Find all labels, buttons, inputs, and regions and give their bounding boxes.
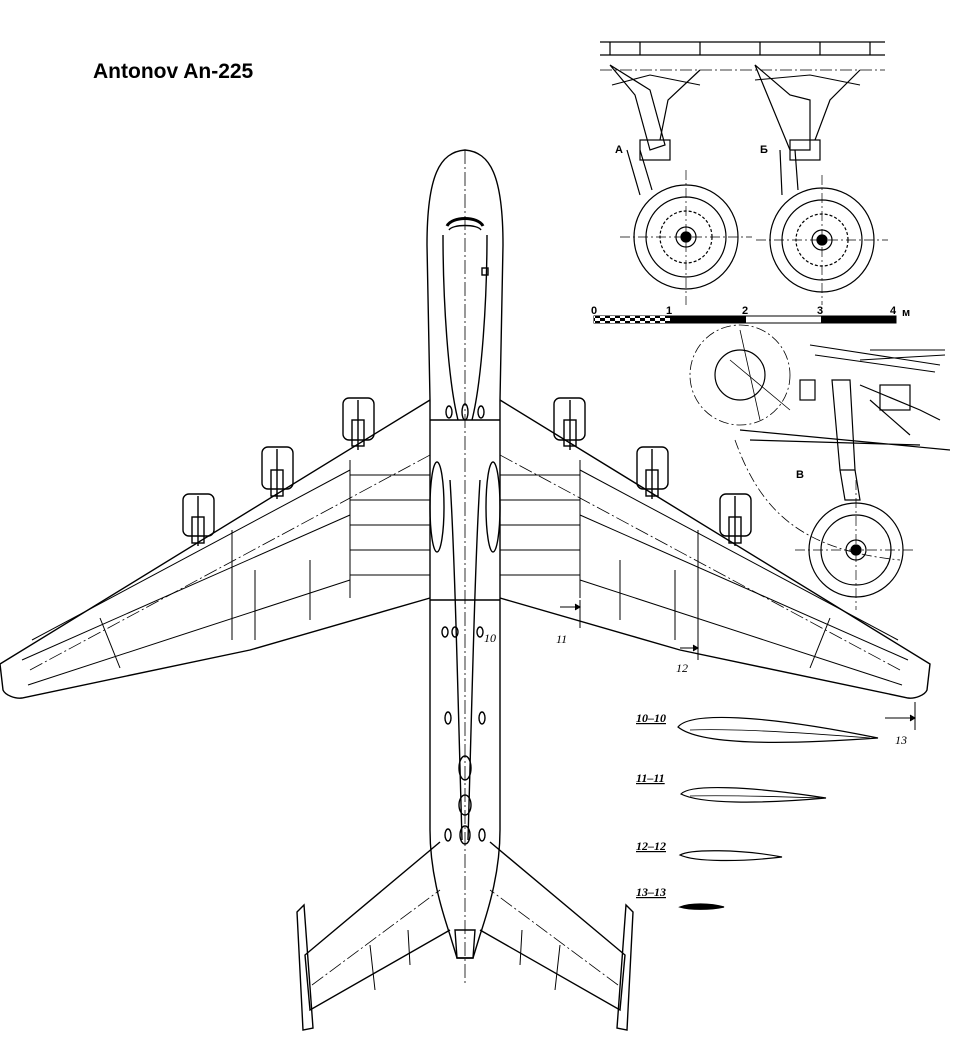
section-marker-12 [680,632,699,660]
engine-right-outer [719,493,752,546]
engine-right-middle [636,446,669,499]
tail-cone [454,929,476,959]
scale-tick-2: 2 [742,305,748,317]
right-fin [616,903,634,1031]
scale-tick-3: 3 [817,305,823,317]
airfoil-10-10 [677,716,879,743]
engine-left-middle [261,446,294,499]
left-wing [0,399,431,699]
gear-label-v: В [796,469,804,481]
section-view-13: 13–13 [636,885,666,899]
fuselage-outline [426,149,504,959]
gear-fairing-right [485,461,501,553]
left-tailplane [304,841,451,1012]
scale-tick-0: 0 [591,305,597,317]
section-label-13: 13 [895,733,907,747]
scale-tick-1: 1 [666,305,672,317]
section-marker-13 [885,702,916,730]
section-view-12: 12–12 [636,839,666,853]
right-tailplane [479,841,626,1012]
scale-unit: м [902,307,910,319]
engine-right-inner [553,397,586,450]
gear-label-a: А [615,144,623,156]
section-view-10: 10–10 [636,711,666,725]
section-marker-11 [560,600,581,628]
drawing-title: Antonov An-225 [93,60,254,83]
airfoil-13-13 [678,903,725,910]
left-fin [296,903,314,1031]
engine-left-inner [342,397,375,450]
right-wing [499,399,931,699]
right-wing-structure [500,460,909,686]
scale-bar [593,315,897,324]
gear-fairing-left [429,461,445,553]
gear-detail-v [689,324,951,610]
left-wing-structure [21,460,430,686]
gear-label-b: Б [760,144,768,156]
fuselage-hump [442,234,488,421]
section-label-10: 10 [484,631,496,645]
engine-left-outer [182,493,215,546]
section-label-12: 12 [676,661,688,675]
airfoil-12-12 [678,850,783,862]
section-view-11: 11–11 [636,771,665,785]
airfoil-11-11 [680,787,827,803]
scale-tick-4: 4 [890,305,897,317]
section-label-11: 11 [556,632,567,646]
gear-detail-ab [600,41,888,305]
